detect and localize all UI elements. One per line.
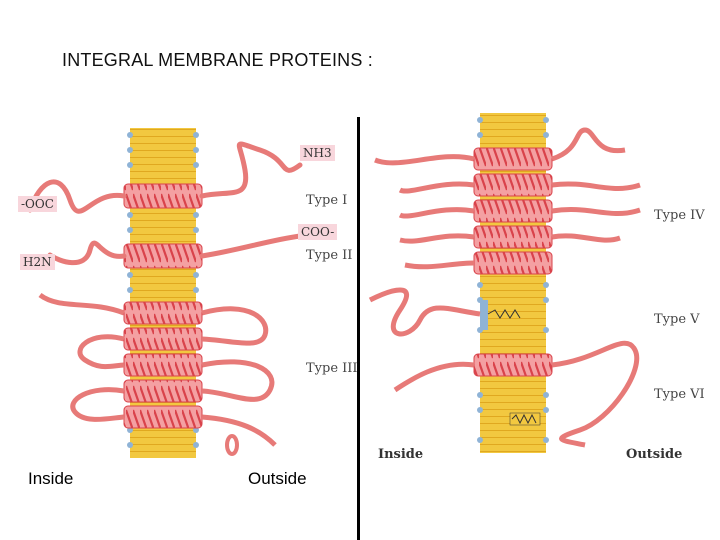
right-inside-label: Inside xyxy=(378,447,424,462)
left-diagram: NH3 -OOC COO- H2N Type I Type II Type II… xyxy=(18,128,358,488)
type6-helix xyxy=(393,340,640,448)
left-outside-label: Outside xyxy=(248,469,307,488)
left-membrane-svg xyxy=(27,128,303,458)
type5-anchor xyxy=(368,287,521,337)
type1-label: Type I xyxy=(306,193,348,208)
panel-divider xyxy=(357,117,360,540)
type4-helices xyxy=(374,127,641,275)
right-outside-label: Outside xyxy=(626,447,683,462)
type2-helix xyxy=(47,233,303,269)
h2n-label: H2N xyxy=(20,254,55,270)
coo-label: COO- xyxy=(298,224,338,240)
type3-helices xyxy=(38,292,277,456)
left-inside-label: Inside xyxy=(28,469,74,488)
page-title: INTEGRAL MEMBRANE PROTEINS : xyxy=(62,50,373,70)
type3-label: Type III xyxy=(306,361,358,376)
right-membrane-svg xyxy=(368,113,641,453)
right-diagram: Type IV Type V Type VI Inside Outside xyxy=(360,0,720,540)
type5-label: Type V xyxy=(654,312,700,327)
type6-label: Type VI xyxy=(654,387,705,402)
left-lipid-bilayer xyxy=(127,128,199,458)
type2-label: Type II xyxy=(306,248,353,263)
nh3-label: NH3 xyxy=(300,145,335,161)
ooc-label: -OOC xyxy=(18,196,57,212)
type4-label: Type IV xyxy=(654,208,705,223)
type1-helix xyxy=(27,141,303,214)
